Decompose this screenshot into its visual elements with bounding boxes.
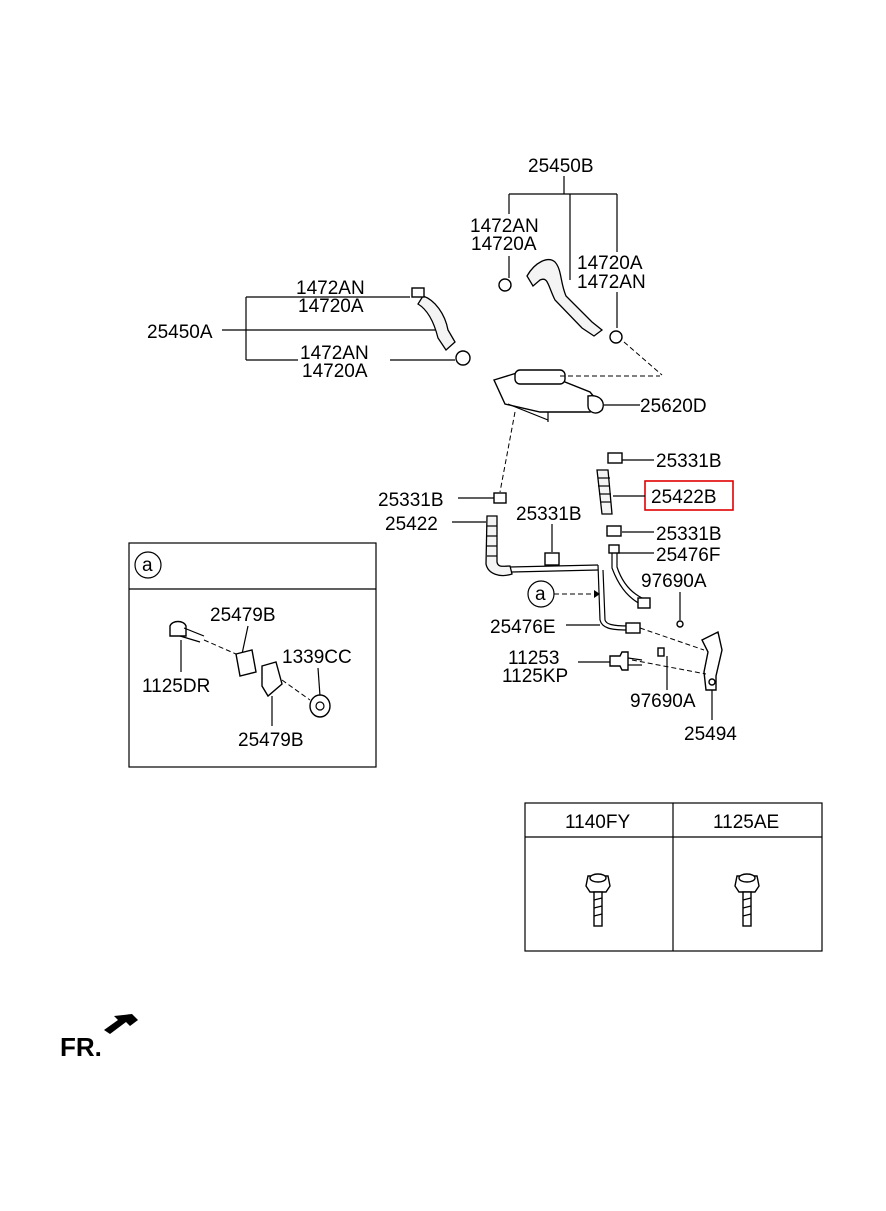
hose-25422-group: 25331B 25422 25331B xyxy=(378,490,599,577)
clip-25479B-upper xyxy=(235,649,257,677)
label-25476F: 25476F xyxy=(656,545,720,566)
label-1472AN-left-bottom: 1472AN xyxy=(300,343,369,364)
table-header-1140FY: 1140FY xyxy=(565,812,630,833)
hose-25450B xyxy=(526,259,604,337)
label-25450B: 25450B xyxy=(528,156,594,177)
label-1125KP: 1125KP xyxy=(502,666,568,687)
label-25331B-middle: 25331B xyxy=(516,504,582,525)
hose-25422 xyxy=(485,515,513,577)
label-25331B-left: 25331B xyxy=(378,490,444,511)
clip-97690A-upper xyxy=(676,620,684,628)
label-97690A-lower: 97690A xyxy=(630,691,696,712)
fitting-25476F xyxy=(637,597,651,609)
clamp-14720A-top-left xyxy=(498,278,512,292)
label-25331B-lower-right: 25331B xyxy=(656,524,722,545)
clamp-14720A-top-right xyxy=(609,330,623,344)
label-1472AN-top-left: 1472AN xyxy=(470,216,539,237)
valve-25620D: 25620D xyxy=(493,369,707,493)
hose-25422B-group: 25331B 25422B 25331B xyxy=(596,451,734,545)
label-25479B-lower: 25479B xyxy=(238,730,304,751)
clamp-25331B-middle xyxy=(544,552,560,566)
bolt-1140FY-icon xyxy=(585,873,611,927)
fastener-table: 1140FY 1125AE xyxy=(524,802,823,952)
detail-box-a: a 25479B 1339CC 1125DR 25479B xyxy=(128,542,377,768)
bolt-11253 xyxy=(609,651,629,671)
callout-a: a xyxy=(535,584,546,605)
hose-25450B-group: 25450B 1472AN 14720A 14720A 1472AN xyxy=(470,156,663,376)
label-1472AN-top-right: 1472AN xyxy=(577,272,646,293)
label-14720A-left-bottom: 14720A xyxy=(302,361,368,382)
label-14720A-top-left: 14720A xyxy=(471,234,537,255)
pipe-assembly: 25476F 97690A 25476E a xyxy=(490,544,720,638)
table-header-1125AE: 1125AE xyxy=(713,812,779,833)
hose-25450A xyxy=(417,295,456,351)
label-25479B-upper: 25479B xyxy=(210,605,276,626)
label-1125DR: 1125DR xyxy=(142,676,210,697)
clamp-1472AN-left-top xyxy=(411,287,425,298)
fr-label: FR. xyxy=(60,1032,102,1062)
label-25422: 25422 xyxy=(385,514,438,535)
clamp-25331B-upper xyxy=(607,452,623,464)
clamp-25331B-lower xyxy=(606,525,622,537)
bolt-1125DR xyxy=(169,620,187,637)
nut-1339CC xyxy=(309,694,331,718)
clamp-14720A-left-bottom xyxy=(455,350,471,366)
hose-25422B xyxy=(596,469,613,515)
label-25450A: 25450A xyxy=(147,322,213,343)
label-25494: 25494 xyxy=(684,724,737,745)
label-14720A-left-top: 14720A xyxy=(298,296,364,317)
label-25620D: 25620D xyxy=(640,396,707,417)
label-97690A-upper: 97690A xyxy=(641,571,707,592)
detail-a-marker: a xyxy=(142,555,153,576)
label-25331B-upper-right: 25331B xyxy=(656,451,722,472)
hose-25450A-group: 1472AN 14720A 25450A 1472AN 14720A xyxy=(147,278,471,382)
label-25476E: 25476E xyxy=(490,617,556,638)
label-1472AN-left-top: 1472AN xyxy=(296,278,365,299)
pipe-25476E xyxy=(597,564,629,631)
clamp-25331B-left xyxy=(493,492,507,504)
front-arrow-icon xyxy=(104,1014,138,1034)
clip-25479B-lower xyxy=(261,661,283,698)
pipe-25476F-end xyxy=(608,544,620,554)
front-direction-indicator: FR. xyxy=(60,1014,138,1062)
fitting-25476E xyxy=(625,622,641,634)
label-11253: 11253 xyxy=(508,648,559,669)
label-25422B: 25422B xyxy=(651,487,717,508)
label-14720A-top-right: 14720A xyxy=(577,253,643,274)
label-1339CC: 1339CC xyxy=(282,647,352,668)
bracket-25494: 25494 11253 1125KP 97690A xyxy=(502,627,737,745)
bolt-1125AE-icon xyxy=(734,873,760,927)
